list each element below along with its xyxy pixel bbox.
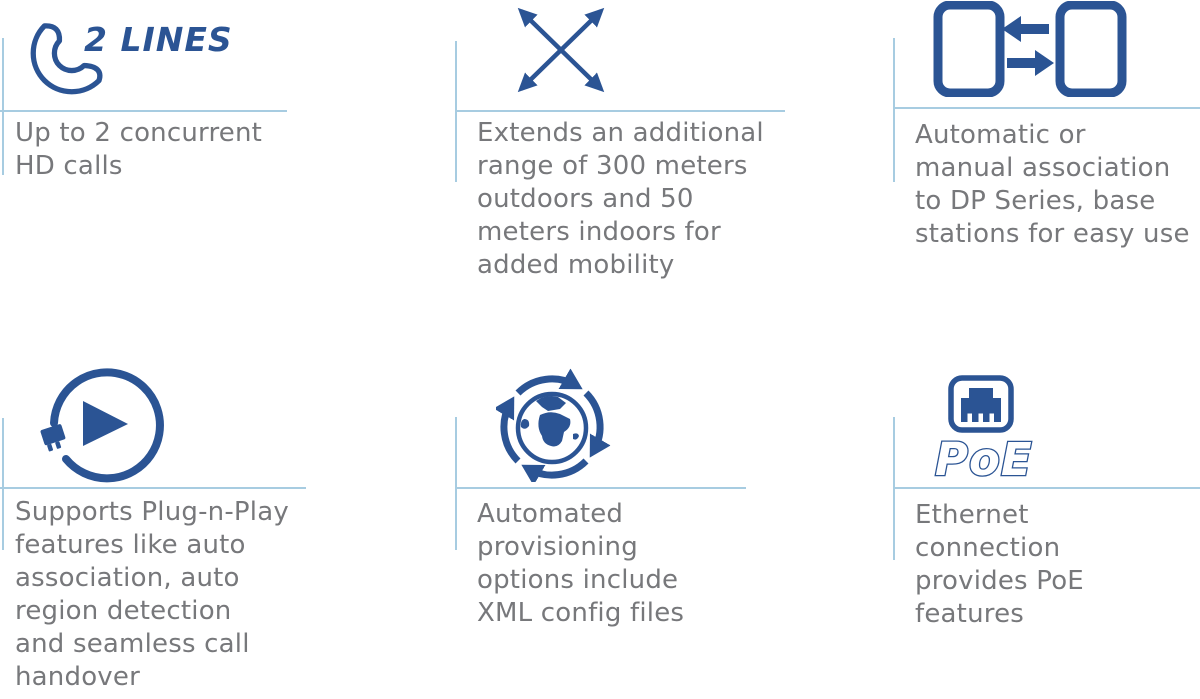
- continents: [520, 396, 579, 447]
- feature-description: Ethernet connection provides PoE feature…: [915, 500, 1084, 629]
- phone-handset-icon: [30, 23, 103, 95]
- feature-description: Automated provisioning options include X…: [477, 499, 685, 628]
- arrow-left: [1002, 16, 1049, 42]
- feature-description: Supports Plug-n-Play features like auto …: [15, 497, 289, 692]
- divider-vertical: [2, 38, 4, 175]
- plug-shape: [40, 424, 66, 452]
- feature-description: Automatic or manual association to DP Se…: [915, 120, 1190, 249]
- svg-text:PoE: PoE: [935, 433, 1033, 486]
- feature-description: Extends an additional range of 300 meter…: [477, 118, 764, 280]
- divider-horizontal: [0, 487, 306, 489]
- divider-vertical: [2, 418, 4, 550]
- play-triangle: [83, 401, 128, 446]
- divider-vertical: [893, 38, 895, 182]
- plug-n-play-icon: [40, 368, 164, 483]
- globe-sync-icon: [496, 368, 611, 482]
- divider-horizontal: [0, 110, 287, 112]
- expand-arrows-icon: [517, 7, 605, 93]
- arrow-right: [1007, 50, 1054, 76]
- feature-description: Up to 2 concurrent HD calls: [15, 118, 263, 181]
- divider-horizontal: [893, 107, 1200, 109]
- divider-horizontal: [455, 487, 746, 489]
- ethernet-poe-icon: [948, 375, 1014, 433]
- handsets-transfer-icon: [933, 1, 1127, 97]
- two-lines-label: 2 LINES: [84, 20, 233, 59]
- divider-vertical: [455, 417, 457, 550]
- divider-horizontal: [893, 487, 1200, 489]
- poe-label: PoE: [934, 432, 1033, 486]
- divider-horizontal: [455, 110, 785, 112]
